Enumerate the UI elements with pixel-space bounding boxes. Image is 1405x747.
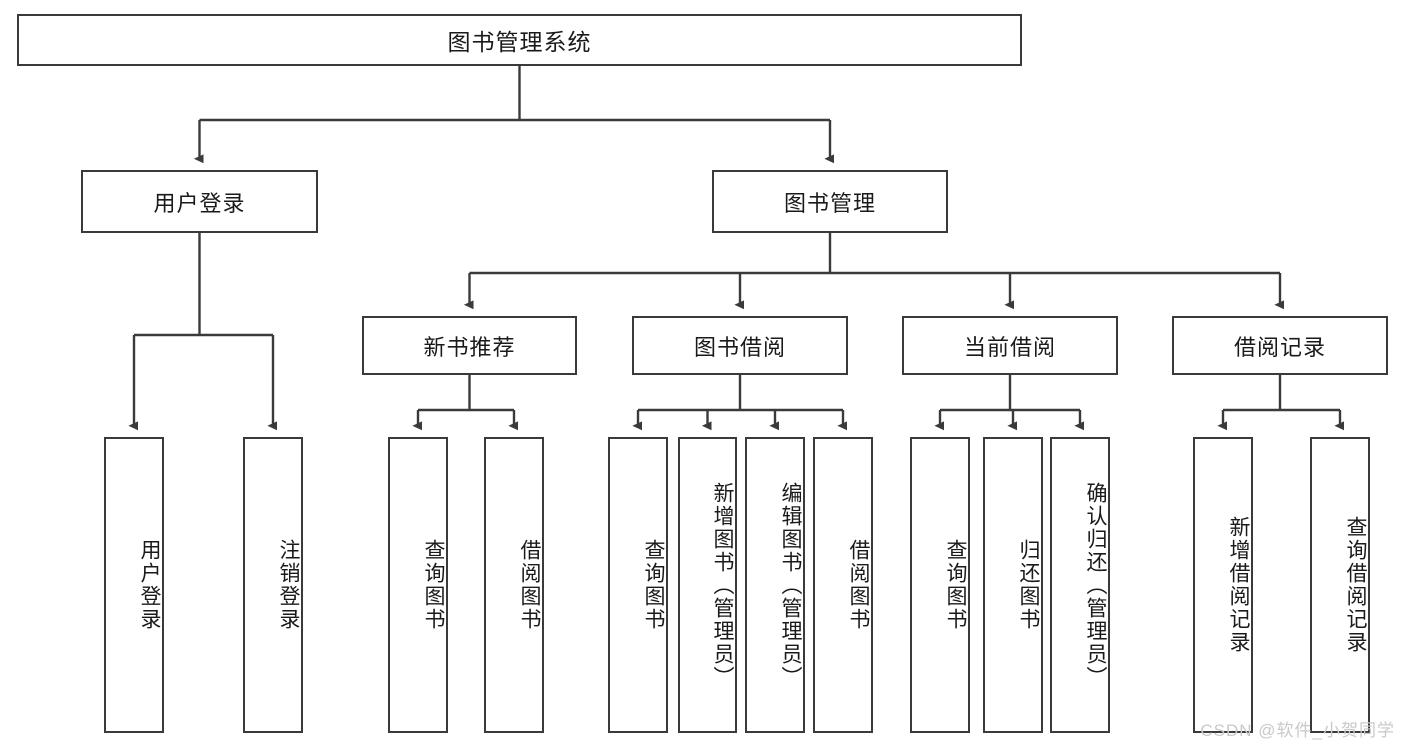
leaf-add-book-admin-label: 新增图书（管理员） <box>711 481 734 689</box>
node-user-login-label: 用户登录 <box>153 190 246 216</box>
leaf-query-book-label: 查询图书 <box>642 539 665 631</box>
leaf-query-book-recommend-label: 查询图书 <box>422 539 445 631</box>
node-new-book-recommend-label: 新书推荐 <box>423 334 516 360</box>
node-book-borrow-label: 图书借阅 <box>693 334 786 360</box>
node-book-management[interactable]: 图书管理 <box>712 170 948 233</box>
leaf-query-borrow-record[interactable]: 查询借阅记录 <box>1310 437 1370 733</box>
leaf-query-book-recommend[interactable]: 查询图书 <box>388 437 448 733</box>
node-root[interactable]: 图书管理系统 <box>17 14 1022 66</box>
leaf-user-login[interactable]: 用户登录 <box>104 437 164 733</box>
node-borrow-record-label: 借阅记录 <box>1233 334 1326 360</box>
leaf-query-borrow-record-label: 查询借阅记录 <box>1344 516 1367 654</box>
leaf-logout-label: 注销登录 <box>277 539 300 631</box>
leaf-confirm-return-admin-label: 确认归还（管理员） <box>1084 481 1107 689</box>
node-current-borrow[interactable]: 当前借阅 <box>902 316 1118 375</box>
leaf-borrow-book-label: 借阅图书 <box>847 539 870 631</box>
csdn-watermark: CSDN @软件_小贺同学 <box>1200 721 1395 740</box>
leaf-add-book-admin[interactable]: 新增图书（管理员） <box>678 437 737 733</box>
leaf-confirm-return-admin[interactable]: 确认归还（管理员） <box>1050 437 1110 733</box>
leaf-user-login-label: 用户登录 <box>138 539 161 631</box>
leaf-borrow-book[interactable]: 借阅图书 <box>813 437 873 733</box>
leaf-borrow-book-recommend[interactable]: 借阅图书 <box>484 437 544 733</box>
leaf-add-borrow-record[interactable]: 新增借阅记录 <box>1193 437 1253 733</box>
leaf-return-book[interactable]: 归还图书 <box>983 437 1043 733</box>
leaf-edit-book-admin-label: 编辑图书（管理员） <box>779 481 802 689</box>
node-book-borrow[interactable]: 图书借阅 <box>632 316 848 375</box>
node-current-borrow-label: 当前借阅 <box>963 334 1056 360</box>
leaf-logout[interactable]: 注销登录 <box>243 437 303 733</box>
leaf-query-book-current[interactable]: 查询图书 <box>910 437 970 733</box>
leaf-query-book-current-label: 查询图书 <box>944 539 967 631</box>
node-new-book-recommend[interactable]: 新书推荐 <box>362 316 577 375</box>
node-book-management-label: 图书管理 <box>783 190 876 216</box>
leaf-return-book-label: 归还图书 <box>1017 539 1040 631</box>
node-borrow-record[interactable]: 借阅记录 <box>1172 316 1388 375</box>
node-user-login[interactable]: 用户登录 <box>81 170 318 233</box>
leaf-query-book[interactable]: 查询图书 <box>608 437 668 733</box>
node-root-label: 图书管理系统 <box>447 29 592 55</box>
leaf-borrow-book-recommend-label: 借阅图书 <box>518 539 541 631</box>
leaf-add-borrow-record-label: 新增借阅记录 <box>1227 516 1250 654</box>
leaf-edit-book-admin[interactable]: 编辑图书（管理员） <box>745 437 805 733</box>
